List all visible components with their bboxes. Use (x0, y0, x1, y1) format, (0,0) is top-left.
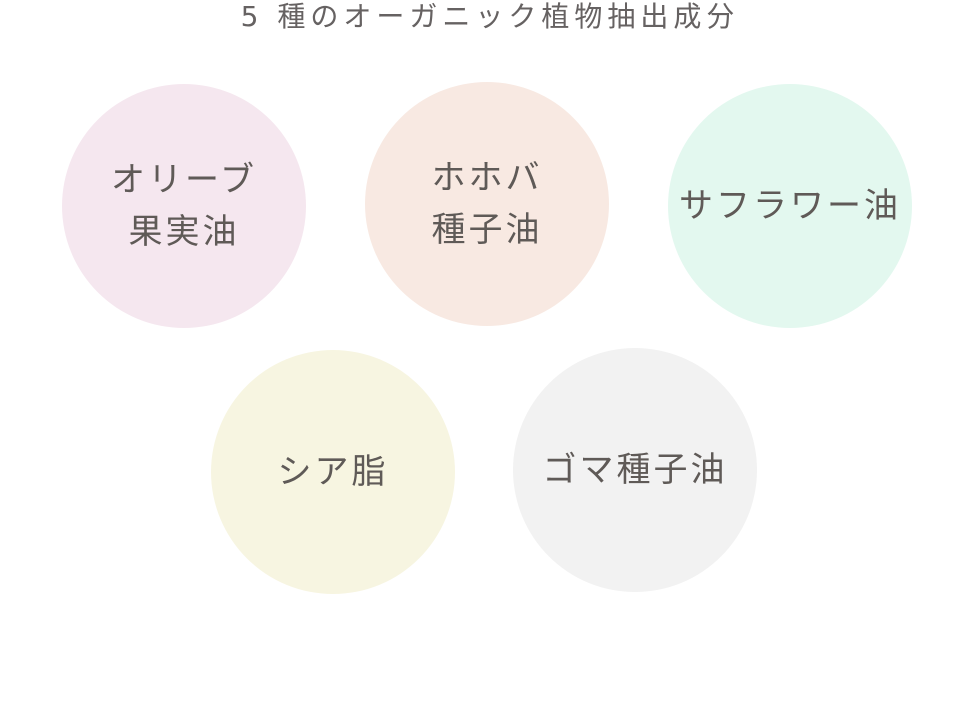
ingredient-circle-olive: オリーブ 果実油 (62, 84, 306, 328)
ingredient-circle-safflower: サフラワー油 (668, 84, 912, 328)
page-title: 5 種のオーガニック植物抽出成分 (240, 0, 740, 33)
ingredient-label-sesame: ゴマ種子油 (542, 450, 728, 490)
ingredient-label-safflower: サフラワー油 (679, 186, 901, 226)
ingredient-circle-shea: シア脂 (211, 350, 455, 594)
ingredient-label-shea: シア脂 (277, 452, 389, 492)
ingredient-label-jojoba: ホホバ 種子油 (431, 158, 543, 250)
ingredient-label-olive: オリーブ 果実油 (111, 160, 257, 252)
ingredient-circle-jojoba: ホホバ 種子油 (365, 82, 609, 326)
ingredient-circle-sesame: ゴマ種子油 (513, 348, 757, 592)
